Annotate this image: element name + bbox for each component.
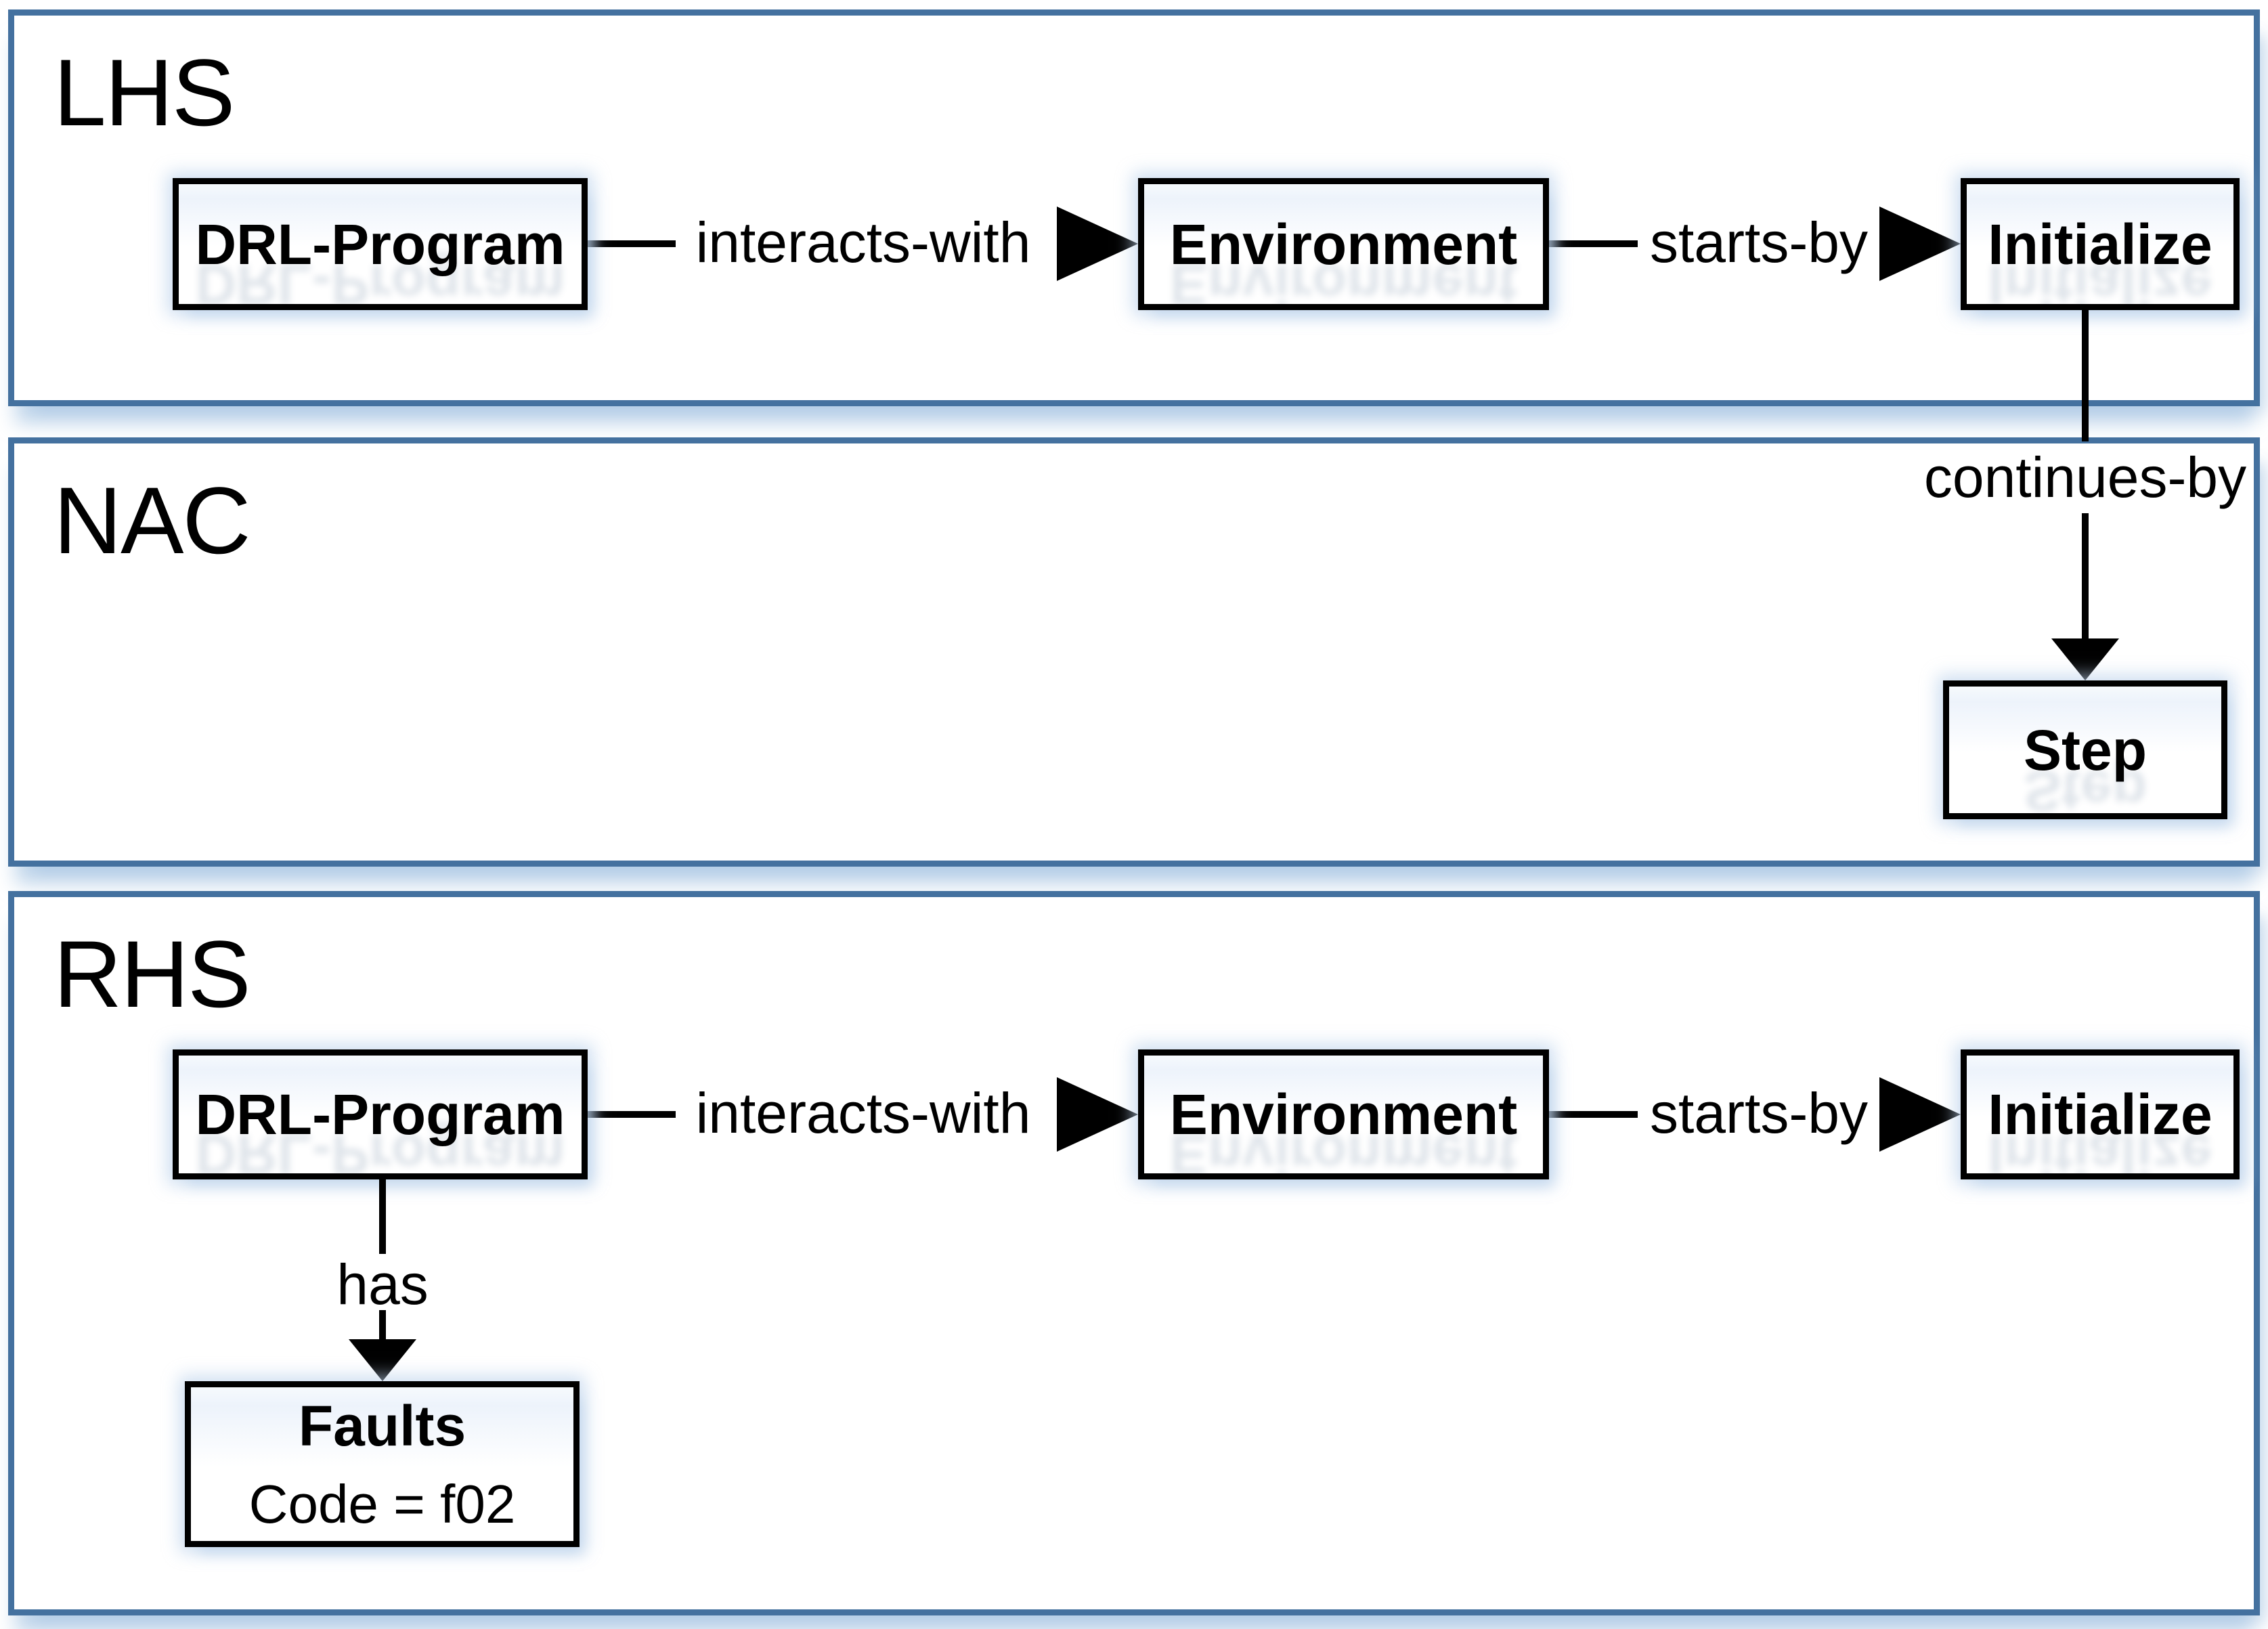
node-lhs-environment: Environment Environment	[1138, 178, 1549, 310]
edge-label-interacts-with-lhs: interacts-with	[695, 211, 1031, 274]
edge-line-has-upper	[379, 1179, 386, 1254]
node-title: Faults	[298, 1393, 466, 1458]
panel-nac: NAC	[8, 437, 2260, 867]
edge-label-interacts-with-rhs: interacts-with	[695, 1081, 1031, 1145]
node-rhs-initialize: Initialize Initialize	[1961, 1049, 2240, 1179]
edge-line-lhs-interacts	[588, 240, 676, 247]
node-label: DRL-Program	[195, 1083, 565, 1146]
node-attribute: Code = f02	[248, 1473, 516, 1534]
node-rhs-drl-program: DRL-Program DRL-Program	[173, 1049, 588, 1179]
node-label: Initialize	[1988, 1083, 2212, 1146]
node-label: Environment	[1169, 1083, 1518, 1146]
node-lhs-drl-program: DRL-Program DRL-Program	[173, 178, 588, 310]
edge-line-rhs-interacts	[588, 1111, 676, 1118]
node-label: Initialize	[1988, 212, 2212, 276]
node-rhs-faults: Faults Code = f02	[185, 1381, 580, 1547]
edge-label-starts-by-lhs: starts-by	[1649, 211, 1869, 274]
edge-label-has: has	[336, 1253, 429, 1316]
edge-line-has-lower	[379, 1310, 386, 1341]
node-rhs-environment: Environment Environment	[1138, 1049, 1549, 1179]
node-lhs-initialize: Initialize Initialize	[1961, 178, 2240, 310]
arrowhead-icon	[1057, 1077, 1138, 1152]
panel-nac-label: NAC	[53, 467, 251, 573]
edge-line-lhs-starts	[1549, 240, 1638, 247]
arrowhead-icon	[1057, 207, 1138, 281]
arrowhead-icon	[2051, 638, 2119, 680]
edge-line-continues-lower	[2082, 513, 2089, 640]
edge-line-rhs-starts	[1549, 1111, 1638, 1118]
arrowhead-icon	[349, 1339, 416, 1381]
arrowhead-icon	[1879, 207, 1961, 281]
panel-lhs-label: LHS	[53, 39, 235, 146]
edge-line-continues-upper	[2082, 310, 2089, 441]
node-label: Environment	[1169, 212, 1518, 276]
node-label: Step	[2023, 718, 2147, 782]
node-nac-step: Step Step	[1943, 680, 2227, 819]
edge-label-continues-by: continues-by	[1923, 446, 2247, 509]
arrowhead-icon	[1879, 1077, 1961, 1152]
node-label: DRL-Program	[195, 212, 565, 276]
edge-label-starts-by-rhs: starts-by	[1649, 1081, 1869, 1145]
panel-rhs-label: RHS	[53, 921, 251, 1027]
